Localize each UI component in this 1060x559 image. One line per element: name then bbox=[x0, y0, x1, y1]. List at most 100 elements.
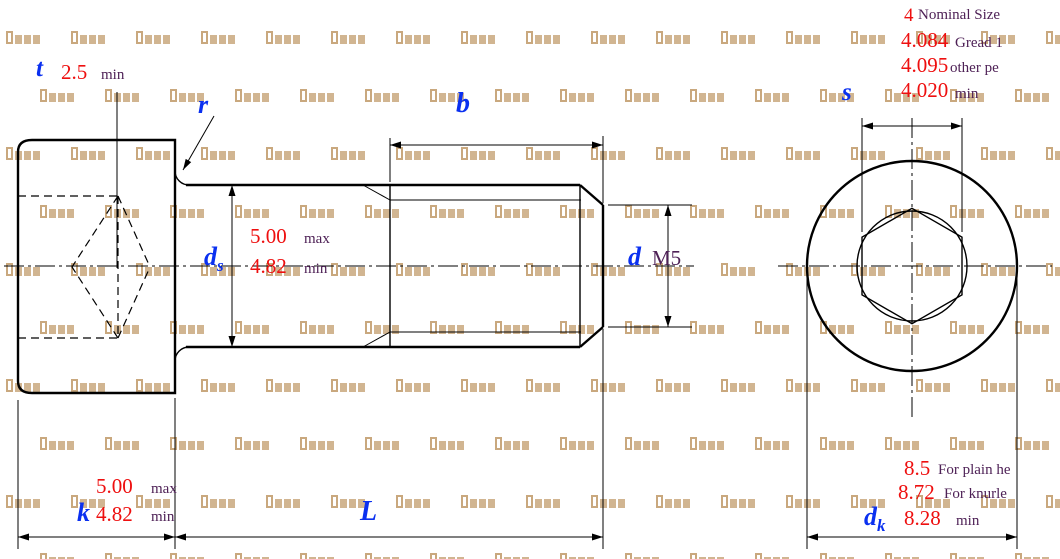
dk-plain-text: For plain he bbox=[938, 462, 1011, 478]
watermark-mark bbox=[136, 262, 170, 276]
watermark-mark bbox=[820, 436, 854, 450]
t-label: t bbox=[36, 55, 43, 82]
watermark-mark bbox=[981, 494, 1015, 508]
watermark-mark bbox=[266, 378, 300, 392]
watermark-mark bbox=[105, 436, 139, 450]
watermark-mark bbox=[136, 30, 170, 44]
dk-min-tag: min bbox=[956, 513, 980, 529]
watermark-mark bbox=[136, 378, 170, 392]
watermark-mark bbox=[851, 146, 885, 160]
watermark-mark bbox=[916, 494, 950, 508]
watermark-mark bbox=[625, 204, 659, 218]
ds-max-tag: max bbox=[304, 231, 330, 247]
center-lines bbox=[4, 118, 1052, 420]
watermark-mark bbox=[40, 88, 74, 102]
watermark-mark bbox=[396, 494, 430, 508]
watermark-mark bbox=[201, 494, 235, 508]
watermark-mark bbox=[266, 30, 300, 44]
r-label: r bbox=[198, 90, 209, 119]
watermark-mark bbox=[1015, 552, 1049, 559]
s-grade-value: 4.084 bbox=[901, 28, 949, 52]
watermark-mark bbox=[560, 320, 594, 334]
watermark-mark bbox=[950, 552, 984, 559]
watermark-mark bbox=[461, 494, 495, 508]
watermark-mark bbox=[981, 378, 1015, 392]
watermark-mark bbox=[721, 262, 755, 276]
watermark-mark bbox=[495, 88, 529, 102]
watermark-mark bbox=[591, 30, 625, 44]
watermark-mark bbox=[981, 146, 1015, 160]
k-max-tag: max bbox=[151, 481, 177, 497]
dk-plain-value: 8.5 bbox=[904, 456, 931, 480]
watermark-mark bbox=[170, 552, 204, 559]
watermark-mark bbox=[105, 552, 139, 559]
watermark-mark bbox=[331, 262, 365, 276]
watermark-mark bbox=[526, 146, 560, 160]
watermark-mark bbox=[396, 378, 430, 392]
watermark-mark bbox=[820, 88, 854, 102]
watermark-mark bbox=[266, 262, 300, 276]
watermark-mark bbox=[1046, 378, 1060, 392]
nominal-value: 4 bbox=[904, 5, 914, 26]
hidden-socket-lines bbox=[18, 195, 151, 339]
watermark-mark bbox=[656, 494, 690, 508]
side-view-head bbox=[16, 138, 177, 395]
watermark-mark bbox=[1046, 30, 1060, 44]
watermark-mark bbox=[526, 494, 560, 508]
watermark-mark bbox=[786, 146, 820, 160]
watermark-mark bbox=[656, 30, 690, 44]
ds-max-value: 5.00 bbox=[250, 224, 287, 248]
watermark-mark bbox=[396, 30, 430, 44]
watermark-mark bbox=[396, 262, 430, 276]
watermark-mark bbox=[430, 204, 464, 218]
watermark-mark bbox=[981, 30, 1015, 44]
watermark-mark bbox=[560, 204, 594, 218]
watermark-mark bbox=[625, 88, 659, 102]
watermark-mark bbox=[950, 320, 984, 334]
watermark-mark bbox=[40, 552, 74, 559]
watermark-mark bbox=[786, 30, 820, 44]
b-label: b bbox=[456, 88, 470, 119]
watermark-mark bbox=[300, 436, 334, 450]
watermark-mark bbox=[495, 436, 529, 450]
watermark-mark bbox=[430, 320, 464, 334]
watermark-mark bbox=[331, 30, 365, 44]
s-label: s bbox=[842, 79, 852, 106]
side-view-shank bbox=[174, 170, 605, 362]
watermark-mark bbox=[235, 88, 269, 102]
watermark-mark bbox=[690, 436, 724, 450]
d-value: M5 bbox=[652, 246, 682, 270]
watermark-mark bbox=[1046, 146, 1060, 160]
watermark-mark bbox=[526, 262, 560, 276]
watermark-mark bbox=[40, 204, 74, 218]
watermark-mark bbox=[851, 378, 885, 392]
ds-min-value: 4.82 bbox=[250, 254, 287, 278]
watermark-mark bbox=[625, 436, 659, 450]
ds-min-tag: min bbox=[304, 261, 328, 277]
watermark-mark bbox=[1015, 88, 1049, 102]
watermark-mark bbox=[495, 204, 529, 218]
watermark-mark bbox=[365, 436, 399, 450]
watermark-mark bbox=[916, 146, 950, 160]
ds-label-sub: s bbox=[217, 256, 224, 276]
nominal-text: Nominal Size bbox=[918, 7, 1001, 23]
watermark-mark bbox=[201, 30, 235, 44]
ds-label-main: d bbox=[204, 242, 217, 271]
watermark-mark bbox=[885, 436, 919, 450]
watermark-mark bbox=[40, 436, 74, 450]
watermark-mark bbox=[1015, 436, 1049, 450]
watermark-mark bbox=[916, 378, 950, 392]
watermark-mark bbox=[300, 320, 334, 334]
watermark-mark bbox=[201, 378, 235, 392]
k-label: k bbox=[77, 498, 90, 527]
dimension-lines bbox=[17, 92, 1018, 549]
watermark-mark bbox=[495, 320, 529, 334]
watermark-mark bbox=[495, 552, 529, 559]
watermark-mark bbox=[201, 146, 235, 160]
watermark-mark bbox=[461, 146, 495, 160]
watermark-mark bbox=[721, 146, 755, 160]
k-max-value: 5.00 bbox=[96, 474, 133, 498]
